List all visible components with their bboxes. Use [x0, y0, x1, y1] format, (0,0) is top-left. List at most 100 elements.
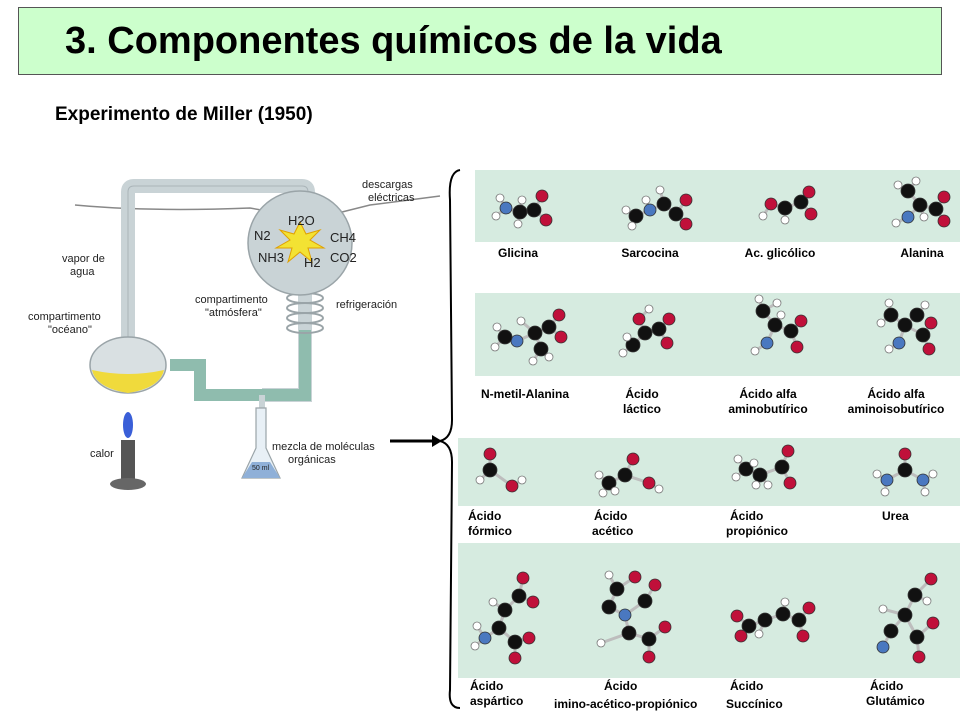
atom-O	[554, 330, 568, 344]
molecule-model-13	[470, 571, 540, 665]
atom-N	[643, 203, 657, 217]
atom-C	[541, 319, 557, 335]
atmosfera-label-1: compartimento	[195, 294, 268, 306]
atom-O	[794, 314, 808, 328]
atom-C	[668, 206, 684, 222]
molecule-model-14	[596, 570, 672, 664]
atom-H	[528, 356, 538, 366]
mezcla-label-2: orgánicas	[288, 454, 336, 466]
mol-glicolico: Ac. glicólico	[745, 246, 816, 260]
atom-H	[655, 185, 665, 195]
atom-C	[783, 323, 799, 339]
atom-H	[641, 195, 651, 205]
mezcla-label-1: mezcla de moléculas	[272, 441, 375, 453]
mol-imino-2: imino-acético-propiónico	[554, 697, 697, 711]
atom-O	[648, 578, 662, 592]
atom-O	[926, 616, 940, 630]
burner	[121, 440, 135, 480]
molecule-model-7	[750, 294, 808, 356]
flame-icon	[123, 412, 133, 438]
panel-row-4	[458, 543, 960, 678]
gas-co2: CO2	[330, 250, 357, 265]
atom-H	[622, 332, 632, 342]
mol-glutamico-2: Glutámico	[866, 694, 925, 708]
mol-imino-1: Ácido	[604, 678, 637, 693]
atom-H	[872, 469, 882, 479]
atom-C	[491, 620, 507, 636]
atom-O	[924, 316, 938, 330]
atom-O	[679, 217, 693, 231]
atom-H	[618, 348, 628, 358]
atom-H	[470, 641, 480, 651]
molecule-models	[470, 176, 951, 665]
atom-H	[893, 180, 903, 190]
atom-N	[499, 201, 513, 215]
mol-aminoisobutirico-2: aminoisobutírico	[848, 402, 945, 416]
atom-C	[609, 581, 625, 597]
mol-glicina: Glicina	[498, 246, 538, 260]
atom-H	[876, 318, 886, 328]
atom-H	[516, 316, 526, 326]
atom-C	[909, 307, 925, 323]
mol-formico-2: fórmico	[468, 524, 512, 538]
mol-urea: Urea	[882, 509, 909, 523]
atom-C	[741, 618, 757, 634]
atom-C	[507, 634, 523, 650]
atom-C	[897, 462, 913, 478]
oceano-label-2: "océano"	[48, 324, 92, 336]
atom-C	[883, 307, 899, 323]
atom-C	[628, 208, 644, 224]
atom-H	[758, 211, 768, 221]
atom-O	[660, 336, 674, 350]
atom-H	[780, 597, 790, 607]
atom-C	[883, 623, 899, 639]
atom-O	[505, 479, 519, 493]
atom-C	[907, 587, 923, 603]
atom-C	[637, 593, 653, 609]
atom-H	[490, 342, 500, 352]
atom-C	[774, 459, 790, 475]
atom-H	[472, 621, 482, 631]
atom-O	[730, 609, 744, 623]
mol-nmetilalanina: N-metil-Alanina	[481, 387, 569, 401]
mol-lactico-1: Ácido	[625, 386, 658, 401]
atom-C	[909, 629, 925, 645]
atom-H	[750, 346, 760, 356]
atom-H	[878, 604, 888, 614]
wire-left	[74, 204, 291, 216]
atom-H	[475, 475, 485, 485]
atom-N	[901, 210, 915, 224]
atom-C	[617, 467, 633, 483]
molecule-model-15	[730, 597, 816, 643]
atom-H	[920, 487, 930, 497]
mol-propionico-2: propiónico	[726, 524, 788, 538]
atom-H	[491, 211, 501, 221]
atom-O	[912, 650, 926, 664]
descargas-label-2: eléctricas	[368, 192, 415, 204]
molecule-model-12	[872, 447, 938, 497]
atom-H	[492, 322, 502, 332]
atom-C	[621, 625, 637, 641]
atom-H	[594, 470, 604, 480]
atom-C	[533, 341, 549, 357]
mol-succinico-2: Succínico	[726, 697, 783, 711]
molecule-model-11	[731, 444, 797, 490]
atom-H	[928, 469, 938, 479]
wire-right	[329, 195, 441, 216]
atom-H	[488, 597, 498, 607]
atom-C	[791, 612, 807, 628]
gas-h2: H2	[304, 255, 321, 270]
panel-row-1	[475, 170, 960, 242]
atom-O	[924, 572, 938, 586]
mol-aminoisobutirico-1: Ácido alfa	[867, 386, 925, 401]
mol-acetico-1: Ácido	[594, 508, 627, 523]
gas-h2o: H2O	[288, 213, 315, 228]
atom-O	[526, 595, 540, 609]
atom-H	[654, 484, 664, 494]
atom-O	[898, 447, 912, 461]
atom-O	[642, 650, 656, 664]
atom-H	[517, 195, 527, 205]
atom-O	[937, 214, 951, 228]
atom-C	[757, 612, 773, 628]
